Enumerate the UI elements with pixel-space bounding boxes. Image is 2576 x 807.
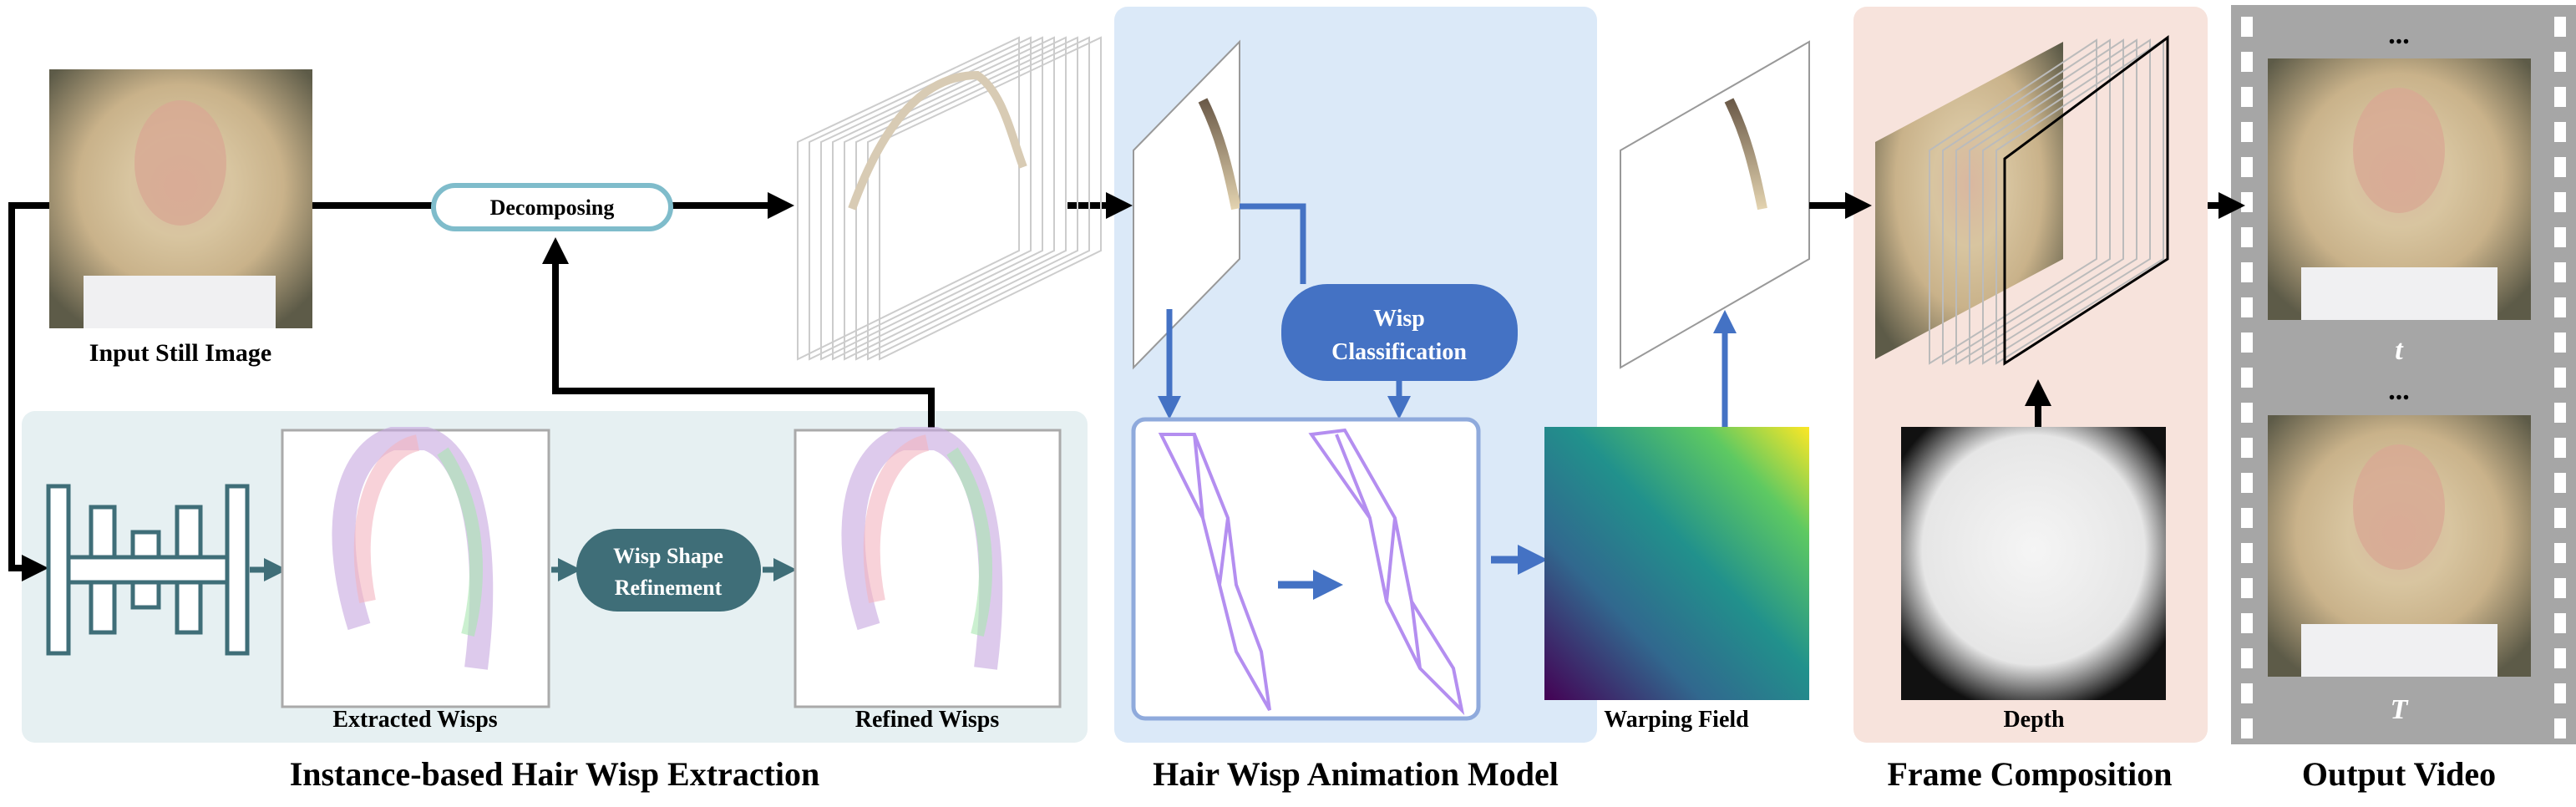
- perforation: [2554, 157, 2566, 177]
- perforation: [2241, 332, 2253, 353]
- perforation: [2241, 438, 2253, 458]
- perforation: [2554, 368, 2566, 388]
- perforation: [2241, 683, 2253, 703]
- perforation: [2241, 157, 2253, 177]
- perforation: [2554, 683, 2566, 703]
- layer-plane: [1982, 38, 2151, 365]
- layer-plane: [1942, 38, 2111, 365]
- perforation: [2554, 227, 2566, 247]
- perforation: [2241, 508, 2253, 528]
- perforation: [2554, 403, 2566, 423]
- refined-caption: Refined Wisps: [855, 707, 1000, 733]
- arrow: [1240, 203, 1306, 284]
- classify-label-2: Classification: [1331, 339, 1467, 365]
- layer-plane: [867, 36, 1090, 361]
- perforation: [2554, 262, 2566, 282]
- layer-plane: [844, 36, 1067, 361]
- perforation: [2241, 543, 2253, 563]
- perforation: [2554, 297, 2566, 317]
- wisp: [1198, 98, 1241, 211]
- perforation: [2241, 368, 2253, 388]
- perforation: [2554, 508, 2566, 528]
- perforation: [2241, 192, 2253, 212]
- hair-layer-stack: [797, 36, 1102, 361]
- output-title: Output Video: [2302, 755, 2496, 793]
- wisp: [1724, 98, 1767, 211]
- perforation: [2554, 543, 2566, 563]
- perforation: [2241, 52, 2253, 72]
- warp-caption: Warping Field: [1604, 707, 1749, 733]
- layer-plane: [1955, 38, 2124, 365]
- layer-plane: [809, 36, 1032, 361]
- layer-plane: [1969, 38, 2137, 365]
- perforation: [2241, 403, 2253, 423]
- wisp-mesh-panel: [1131, 417, 1481, 721]
- depth-image: [1901, 427, 2166, 700]
- decomposing-label: Decomposing: [490, 195, 615, 220]
- perforation: [2241, 613, 2253, 633]
- perforation: [2554, 718, 2566, 738]
- perforation: [2554, 17, 2566, 37]
- classify-label-1: Wisp: [1373, 306, 1425, 332]
- refine-label-2: Refinement: [615, 576, 723, 600]
- perforation: [2554, 122, 2566, 142]
- input-caption: Input Still Image: [89, 339, 271, 367]
- layer-plane: [1929, 38, 2097, 365]
- perforation: [2554, 613, 2566, 633]
- perforation: [2554, 87, 2566, 107]
- perforation: [2241, 122, 2253, 142]
- layer-plane: [855, 36, 1078, 361]
- wisp-classification-node: [1281, 284, 1518, 381]
- hair-wisps-layers: [848, 70, 1027, 211]
- perforation: [2554, 52, 2566, 72]
- perforation: [2554, 192, 2566, 212]
- perforation: [2241, 578, 2253, 598]
- perforation: [2241, 227, 2253, 247]
- animated-wisp-layer: [1620, 40, 1810, 369]
- perforation: [2241, 473, 2253, 493]
- composited-layer-stack: [1929, 38, 2164, 365]
- frame-label-t: t: [2395, 335, 2404, 366]
- extracted-wisps-image: [281, 427, 550, 708]
- perforation: [2554, 473, 2566, 493]
- refine-label-1: Wisp Shape: [613, 544, 723, 568]
- wisp-mesh-after: [1308, 428, 1465, 716]
- segmentation-network-icon: [46, 484, 250, 656]
- wisp-mesh-before: [1158, 433, 1271, 711]
- frame-label-T: T: [2391, 694, 2409, 725]
- layer-plane: [879, 36, 1102, 361]
- animation-title: Hair Wisp Animation Model: [1153, 755, 1559, 793]
- decomposing-node: [431, 183, 673, 231]
- depth-caption: Depth: [2003, 707, 2065, 733]
- perforation: [2241, 17, 2253, 37]
- perforation: [2554, 332, 2566, 353]
- perforation: [2554, 648, 2566, 668]
- wisp-shape-refinement-node: [576, 529, 761, 612]
- ellipsis-mid: ...: [2388, 375, 2410, 406]
- refined-wisps-image: [794, 427, 1062, 708]
- perforation: [2241, 718, 2253, 738]
- feedback-arrow: [542, 237, 935, 428]
- perforation: [2241, 648, 2253, 668]
- input-image: [49, 69, 312, 328]
- output-frame-t: [2268, 58, 2531, 320]
- warping-field-image: [1544, 427, 1809, 700]
- extraction-title: Instance-based Hair Wisp Extraction: [290, 755, 820, 793]
- composition-title: Frame Composition: [1887, 755, 2172, 793]
- perforation: [2241, 262, 2253, 282]
- perforation: [2241, 87, 2253, 107]
- arrow: [8, 202, 49, 581]
- perforation: [2554, 438, 2566, 458]
- layer-plane: [1995, 38, 2164, 365]
- film-perforations: [2241, 17, 2566, 738]
- layer-plane: [797, 36, 1020, 361]
- output-frame-T: [2268, 415, 2531, 677]
- perforation: [2241, 297, 2253, 317]
- perforation: [2554, 578, 2566, 598]
- ellipsis-top: ...: [2388, 19, 2410, 50]
- extracted-caption: Extracted Wisps: [332, 707, 497, 733]
- front-layer: [2003, 35, 2169, 366]
